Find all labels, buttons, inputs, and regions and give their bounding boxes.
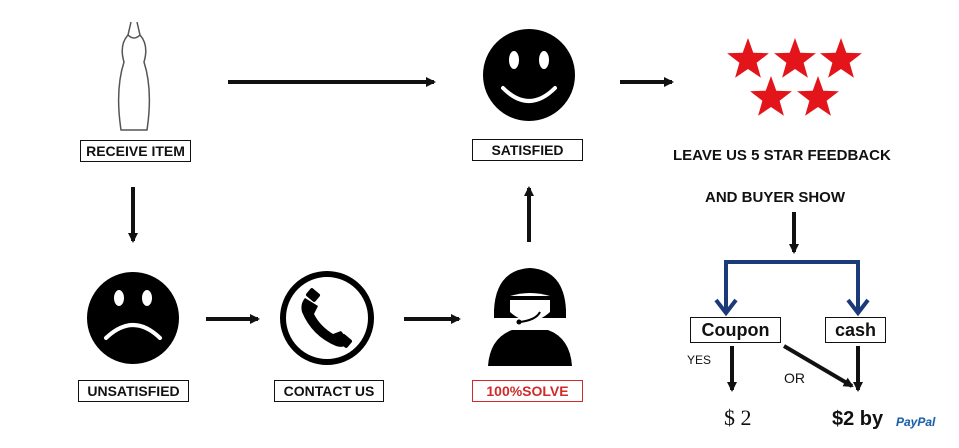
receive-item-label: RECEIVE ITEM — [80, 140, 191, 162]
cash-value: $2 by — [832, 408, 884, 430]
unsatisfied-label: UNSATISFIED — [78, 380, 189, 402]
star-icon-5 — [797, 76, 839, 116]
yes-label: YES — [687, 353, 712, 367]
feedback-line-2: AND BUYER SHOW — [705, 189, 846, 206]
coupon-value: $ 2 — [724, 405, 752, 430]
branch-connector — [714, 260, 870, 317]
phone-icon — [280, 271, 374, 365]
paypal-logo: PayPal — [896, 415, 936, 429]
star-icon-3 — [820, 38, 862, 78]
arrow-coupon-to-cash — [782, 344, 854, 388]
star-icon-1 — [727, 38, 769, 78]
star-icon-2 — [774, 38, 816, 78]
solve-label: 100%SOLVE — [472, 380, 583, 402]
dress-icon — [117, 21, 151, 131]
contact-us-label: CONTACT US — [274, 380, 384, 402]
flow-arrows — [128, 77, 863, 392]
sad-face-icon — [87, 272, 179, 364]
star-icon-4 — [750, 76, 792, 116]
cash-option: cash — [825, 317, 886, 343]
feedback-line-1: LEAVE US 5 STAR FEEDBACK — [673, 147, 891, 164]
five-stars-icon — [727, 38, 862, 116]
support-agent-icon — [488, 268, 572, 366]
smiley-icon — [483, 29, 575, 121]
coupon-option: Coupon — [690, 317, 781, 343]
satisfied-label: SATISFIED — [472, 139, 583, 161]
or-label: OR — [784, 370, 805, 386]
